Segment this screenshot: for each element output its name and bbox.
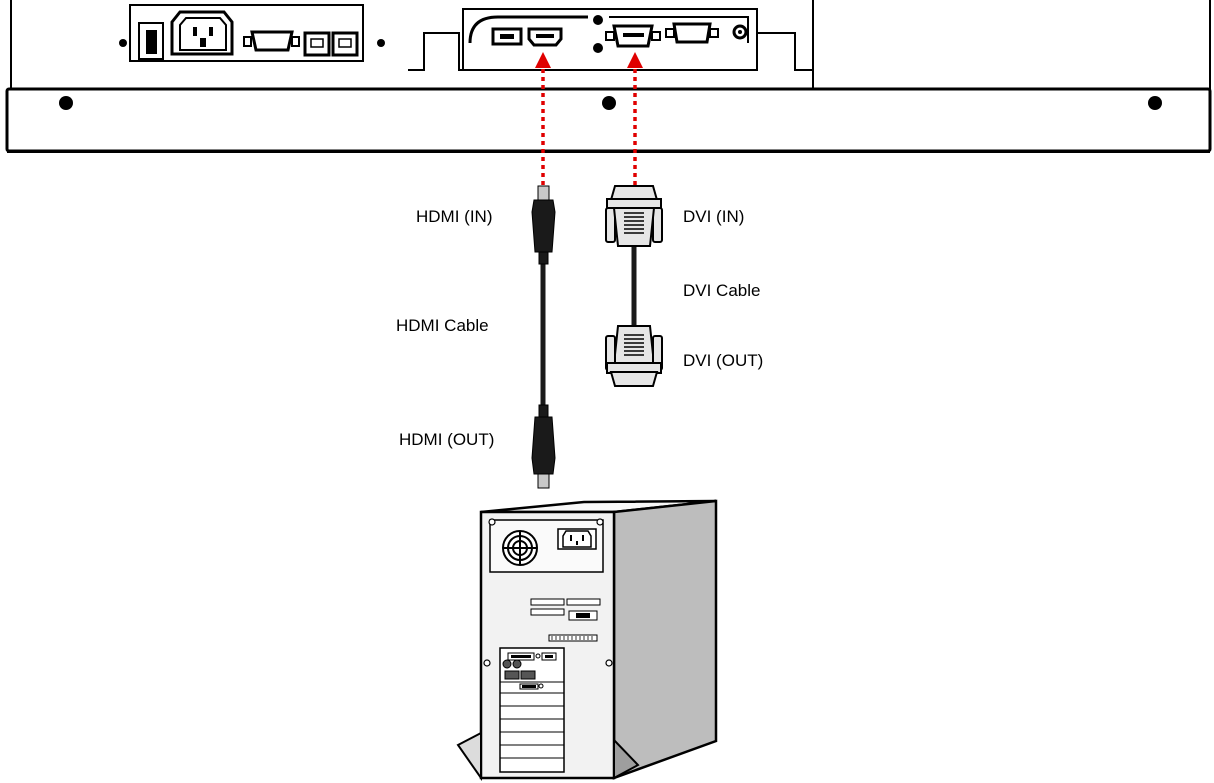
dvi-plug-icon [605,325,663,387]
hdmi-guide-arrow [535,52,551,185]
monitor-rear-panel-icon [5,0,1212,153]
dvi-out-label: DVI (OUT) [683,351,764,370]
desktop-tower-icon [456,499,718,782]
hdmi-cable-label: HDMI Cable [396,316,489,335]
hdmi-in-label: HDMI (IN) [416,207,493,226]
dvi-cable-label: DVI Cable [683,281,761,300]
dvi-guide-arrow [627,52,643,185]
power-io-panel [119,4,385,62]
hdmi-plug-icon [537,185,550,201]
dvi-in-label: DVI (IN) [683,207,745,226]
video-input-panel [462,8,758,71]
dvi-cable-icon [605,185,663,387]
hdmi-out-label: HDMI (OUT) [399,430,495,449]
dvi-plug-icon [605,185,663,247]
hdmi-cable-icon [531,185,556,489]
